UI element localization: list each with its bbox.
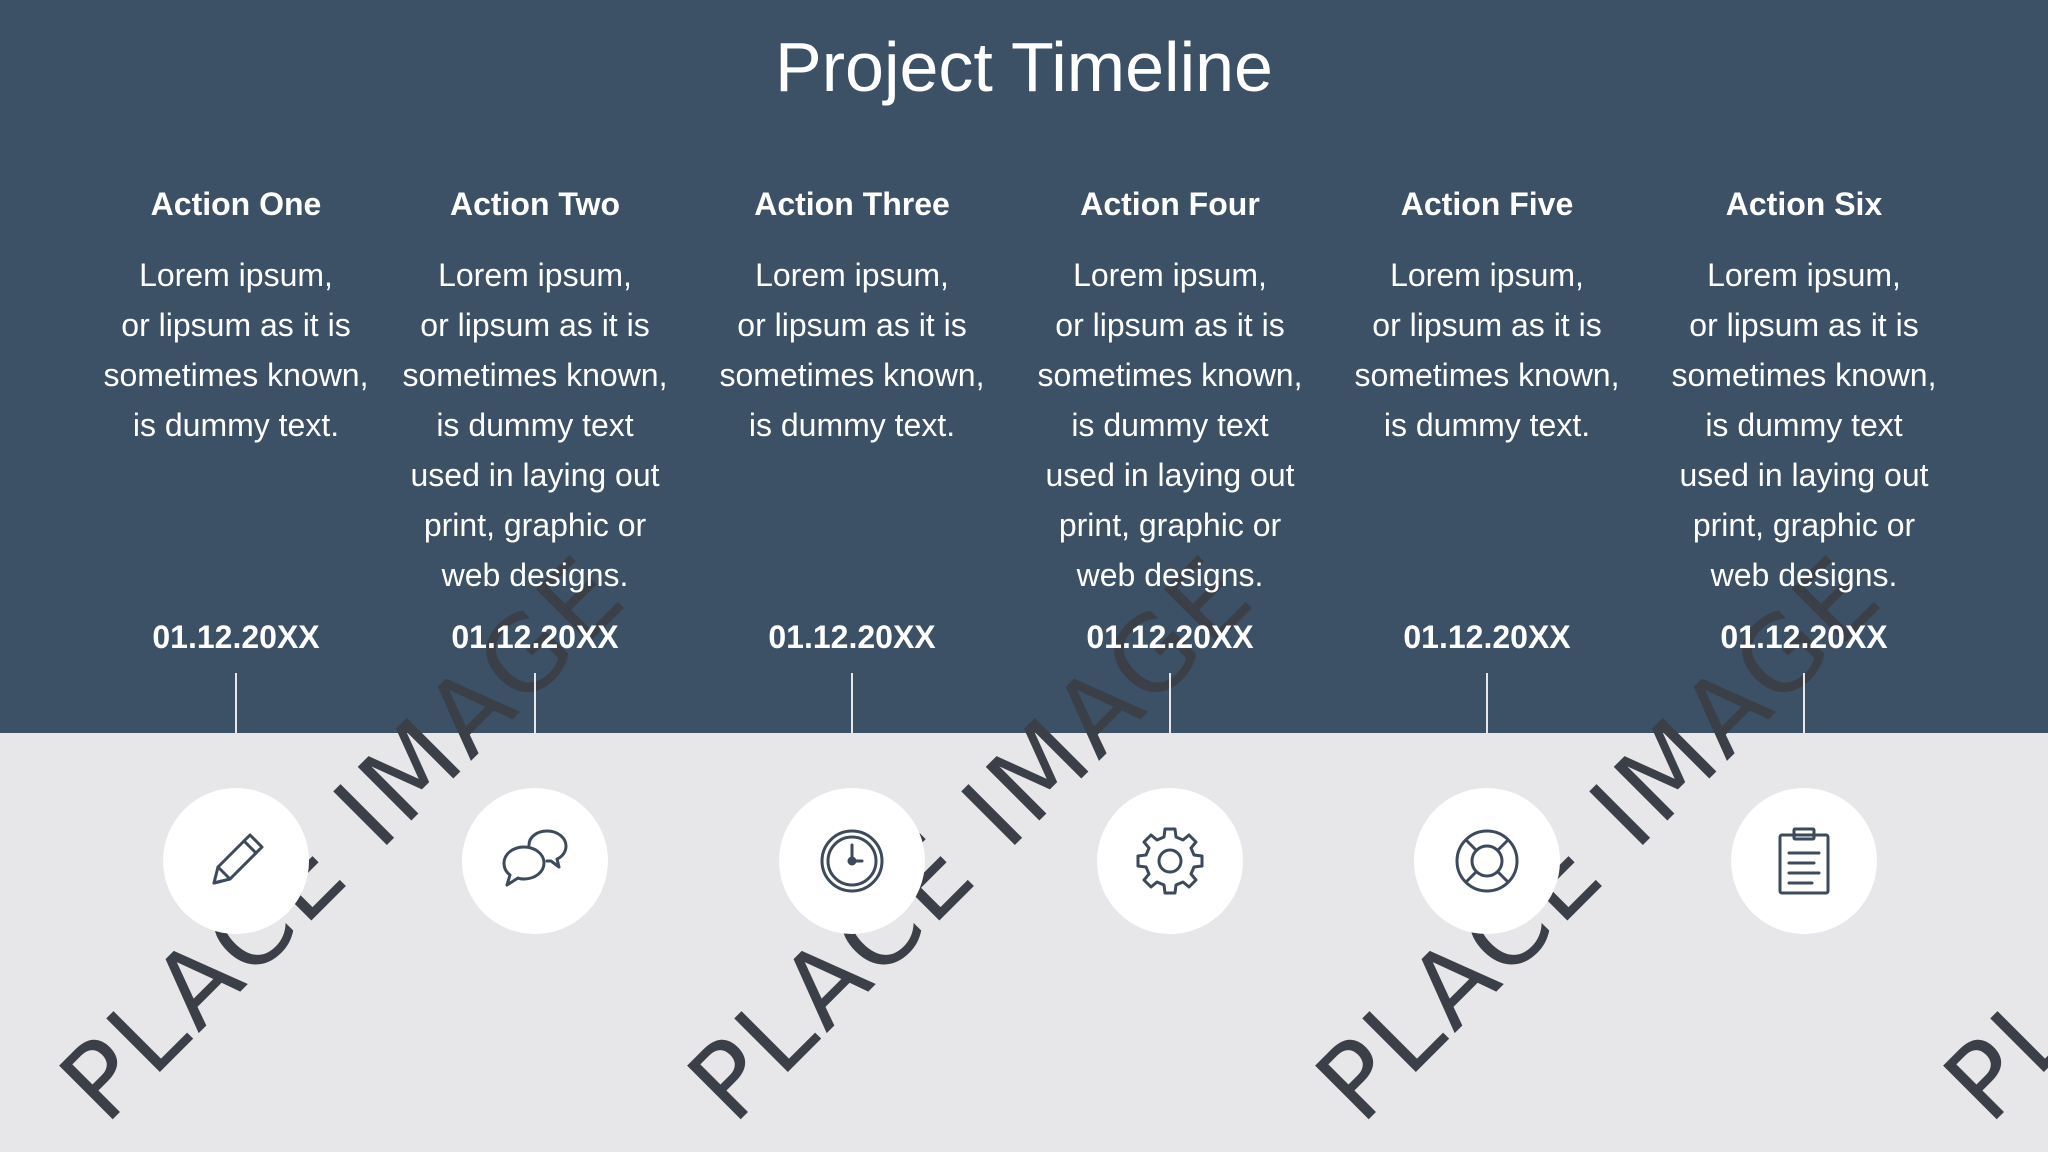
action-description: Lorem ipsum, or lipsum as it is sometime… xyxy=(1654,250,1954,600)
description-line: is dummy text xyxy=(436,407,634,443)
description-line: print, graphic or xyxy=(1692,507,1916,543)
action-date: 01.12.20XX xyxy=(1086,619,1254,655)
pencil-icon xyxy=(212,833,264,885)
description-line: is dummy text. xyxy=(132,407,340,443)
description-line: sometimes known, xyxy=(1354,357,1620,393)
description-line: is dummy text xyxy=(1705,407,1903,443)
icon-badge xyxy=(462,788,608,934)
description-line: sometimes known, xyxy=(402,357,668,393)
action-date: 01.12.20XX xyxy=(451,619,619,655)
description-line: sometimes known, xyxy=(1671,357,1937,393)
description-line: or lipsum as it is xyxy=(121,307,351,343)
description-line: Lorem ipsum, xyxy=(1390,257,1584,293)
description-line: sometimes known, xyxy=(103,357,369,393)
clock-icon xyxy=(820,829,884,893)
action-title: Action Four xyxy=(1080,186,1260,222)
description-line: print, graphic or xyxy=(423,507,647,543)
action-description: Lorem ipsum, or lipsum as it is sometime… xyxy=(702,250,1002,450)
description-line: sometimes known, xyxy=(719,357,985,393)
description-line: web designs. xyxy=(1710,557,1898,593)
action-title: Action Six xyxy=(1725,186,1883,222)
icon-badge xyxy=(779,788,925,934)
connector-line xyxy=(1803,673,1805,793)
description-line: used in laying out xyxy=(1679,457,1929,493)
action-title: Action One xyxy=(150,186,322,222)
lifebuoy-icon xyxy=(1455,829,1519,893)
action-title: Action Five xyxy=(1400,186,1574,222)
description-line: web designs. xyxy=(1076,557,1264,593)
icon-badge xyxy=(1414,788,1560,934)
description-line: is dummy text xyxy=(1071,407,1269,443)
action-date: 01.12.20XX xyxy=(1403,619,1571,655)
description-line: is dummy text. xyxy=(1383,407,1591,443)
action-description: Lorem ipsum, or lipsum as it is sometime… xyxy=(385,250,685,600)
description-line: Lorem ipsum, xyxy=(438,257,632,293)
description-line: or lipsum as it is xyxy=(1055,307,1285,343)
header-band xyxy=(0,0,2048,733)
action-date: 01.12.20XX xyxy=(1720,619,1888,655)
action-title: Action Three xyxy=(754,186,950,222)
description-line: or lipsum as it is xyxy=(1689,307,1919,343)
description-line: used in laying out xyxy=(1045,457,1295,493)
description-line: or lipsum as it is xyxy=(737,307,967,343)
gear-icon xyxy=(1136,827,1204,895)
clipboard-icon xyxy=(1778,827,1830,895)
description-line: used in laying out xyxy=(410,457,660,493)
action-description: Lorem ipsum, or lipsum as it is sometime… xyxy=(86,250,386,450)
description-line: Lorem ipsum, xyxy=(139,257,333,293)
connector-line xyxy=(1486,673,1488,793)
connector-line xyxy=(851,673,853,793)
description-line: web designs. xyxy=(441,557,629,593)
action-description: Lorem ipsum, or lipsum as it is sometime… xyxy=(1020,250,1320,600)
action-description: Lorem ipsum, or lipsum as it is sometime… xyxy=(1337,250,1637,450)
description-line: Lorem ipsum, xyxy=(1073,257,1267,293)
icon-badge xyxy=(163,788,309,934)
icon-badge xyxy=(1097,788,1243,934)
description-line: or lipsum as it is xyxy=(1372,307,1602,343)
icon-badge xyxy=(1731,788,1877,934)
description-line: is dummy text. xyxy=(748,407,956,443)
action-title: Action Two xyxy=(449,186,621,222)
slide-title: Project Timeline xyxy=(775,28,1273,106)
description-line: print, graphic or xyxy=(1058,507,1282,543)
chat-bubbles-icon xyxy=(502,829,568,887)
action-date: 01.12.20XX xyxy=(768,619,936,655)
description-line: sometimes known, xyxy=(1037,357,1303,393)
connector-line xyxy=(1169,673,1171,793)
connector-line xyxy=(235,673,237,793)
description-line: or lipsum as it is xyxy=(420,307,650,343)
action-date: 01.12.20XX xyxy=(152,619,320,655)
description-line: Lorem ipsum, xyxy=(755,257,949,293)
connector-line xyxy=(534,673,536,793)
description-line: Lorem ipsum, xyxy=(1707,257,1901,293)
